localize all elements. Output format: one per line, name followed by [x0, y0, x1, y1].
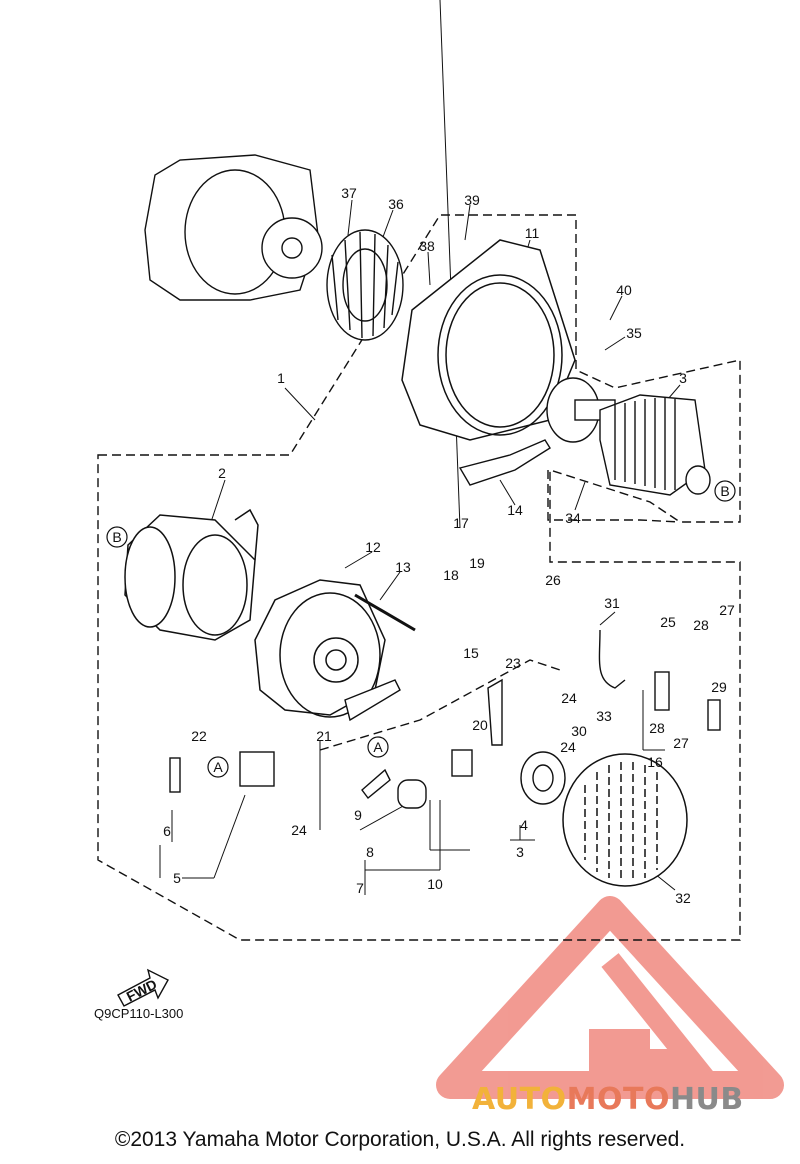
callout-20: 20	[472, 717, 488, 733]
callout-32: 32	[675, 890, 691, 906]
callout-3b: 3	[516, 844, 524, 860]
callout-28a: 28	[693, 617, 709, 633]
bracket-17	[319, 659, 561, 751]
callout-38: 38	[419, 238, 435, 254]
diagram-reference-code: Q9CP110-L300	[94, 1006, 184, 1021]
svg-text:FWD: FWD	[124, 976, 160, 1005]
callout-18: 18	[443, 567, 459, 583]
connector-b-right: B	[720, 483, 729, 499]
watermark-part-auto: AUTO	[472, 1082, 567, 1117]
callout-35: 35	[626, 325, 642, 341]
callout-12: 12	[365, 539, 381, 555]
callout-37: 37	[341, 185, 357, 201]
callout-24c: 24	[560, 739, 576, 755]
fuse-6	[169, 757, 181, 793]
callout-24b: 24	[561, 690, 577, 706]
callout-27b: 27	[673, 735, 689, 751]
watermark-part-hub: HUB	[669, 1082, 744, 1117]
callout-16: 16	[647, 754, 663, 770]
callout-3: 3	[679, 370, 687, 386]
connector-a-center: A	[373, 739, 383, 755]
cooling-fan	[326, 229, 404, 341]
callout-30: 30	[571, 723, 587, 739]
module-a	[239, 751, 275, 787]
callout-10: 10	[427, 876, 443, 892]
flywheel-housing	[144, 154, 323, 301]
callout-13: 13	[395, 559, 411, 575]
callout-14: 14	[507, 502, 523, 518]
bearing	[520, 751, 566, 805]
terminal-bracket	[487, 678, 503, 746]
callout-11: 11	[525, 225, 540, 241]
through-bolt	[354, 593, 416, 632]
connector-b-left: B	[112, 529, 121, 545]
callout-22: 22	[191, 728, 207, 744]
callout-19: 19	[469, 555, 485, 571]
watermark-brand: AUTOMOTOHUB	[472, 1082, 744, 1117]
callout-23: 23	[505, 655, 521, 671]
callout-6: 6	[163, 823, 171, 839]
callout-8: 8	[366, 844, 374, 860]
callout-34: 34	[565, 510, 581, 526]
callout-7: 7	[356, 880, 364, 896]
brush-holder	[458, 439, 551, 486]
stator	[124, 508, 259, 641]
assembly-1-boundary	[97, 214, 741, 941]
callout-31: 31	[604, 595, 620, 611]
callout-36: 36	[388, 196, 404, 212]
fwd-arrow-icon: FWD	[117, 968, 169, 1007]
callout-5: 5	[173, 870, 181, 886]
watermark-logo	[436, 896, 784, 1099]
terminal-strip	[598, 629, 721, 731]
callout-39: 39	[464, 192, 480, 208]
callout-26: 26	[545, 572, 561, 588]
callout-27a: 27	[719, 602, 735, 618]
callout-9: 9	[354, 807, 362, 823]
callout-28b: 28	[649, 720, 665, 736]
callout-17: 17	[453, 515, 469, 531]
watermark-part-moto: MOTO	[566, 1082, 670, 1117]
connector-a-left: A	[213, 759, 223, 775]
end-cover	[562, 753, 688, 887]
callout-33: 33	[596, 708, 612, 724]
callout-21: 21	[316, 728, 332, 744]
callout-25: 25	[660, 614, 676, 630]
callout-29: 29	[711, 679, 727, 695]
copyright-notice: ©2013 Yamaha Motor Corporation, U.S.A. A…	[114, 1128, 686, 1151]
rotor-assembly	[546, 377, 711, 496]
callout-4: 4	[520, 817, 528, 833]
callout-24a: 24	[291, 822, 307, 838]
callout-40: 40	[616, 282, 632, 298]
callout-15: 15	[463, 645, 479, 661]
callout-2: 2	[218, 465, 226, 481]
control-plate	[344, 679, 473, 809]
callout-1: 1	[277, 370, 285, 386]
end-bracket	[254, 579, 386, 718]
assembly-3-boundary	[547, 470, 681, 523]
